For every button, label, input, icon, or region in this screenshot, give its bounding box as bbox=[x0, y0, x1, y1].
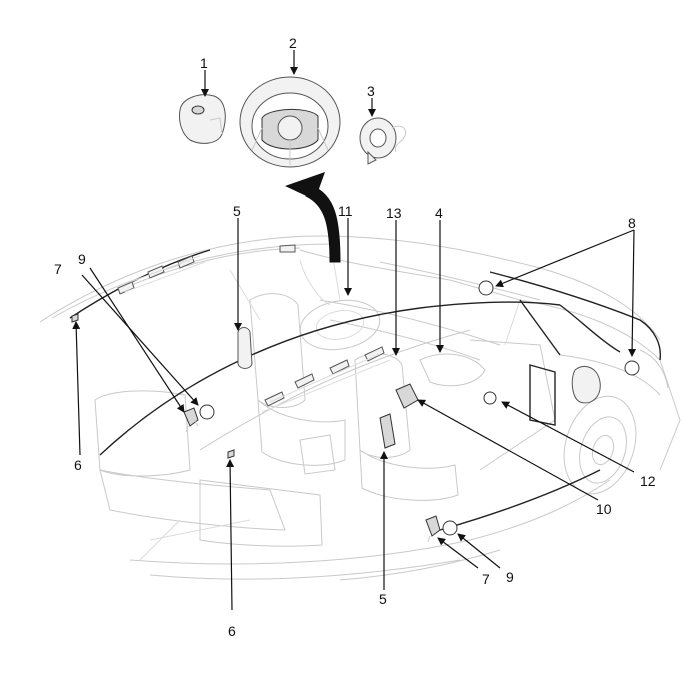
vehicle-main-contour bbox=[99, 271, 662, 531]
callout-1: 1 bbox=[200, 55, 208, 71]
sensor-circle-upper bbox=[199, 404, 215, 420]
clock-spring bbox=[359, 117, 407, 165]
callout-13: 13 bbox=[386, 205, 402, 221]
curtain-anchor-left bbox=[71, 313, 79, 323]
pretensioner-front bbox=[425, 515, 441, 543]
curtain-anchor-right bbox=[227, 449, 235, 459]
callout-8: 8 bbox=[628, 215, 636, 231]
driver-airbag-module bbox=[179, 94, 226, 144]
leader-lines bbox=[72, 50, 637, 611]
exploded-view-arrow bbox=[305, 185, 341, 263]
srs-control-module bbox=[395, 383, 419, 409]
callout-9-left: 9 bbox=[78, 251, 86, 267]
callout-6-left: 6 bbox=[74, 457, 82, 473]
callout-12: 12 bbox=[640, 473, 656, 489]
callout-7-left: 7 bbox=[54, 261, 62, 277]
callout-11: 11 bbox=[338, 203, 353, 219]
callout-6-bottom: 6 bbox=[228, 623, 236, 639]
callout-4: 4 bbox=[435, 205, 443, 221]
side-airbag-passenger-seat bbox=[379, 413, 396, 449]
callout-2: 2 bbox=[289, 35, 297, 51]
exploded-view-arrowhead bbox=[285, 172, 325, 200]
sensor-circle-12 bbox=[483, 391, 497, 405]
callout-5-bottom: 5 bbox=[379, 591, 387, 607]
vehicle-outline bbox=[39, 235, 681, 581]
curtain-airbag-upper bbox=[69, 244, 301, 319]
pretensioner-rear bbox=[183, 407, 199, 433]
sensor-circle-8a bbox=[478, 280, 494, 296]
callout-7-right: 7 bbox=[482, 571, 490, 587]
callout-3: 3 bbox=[367, 83, 375, 99]
side-airbag-front-seat bbox=[237, 327, 253, 369]
curtain-airbag-lower bbox=[199, 329, 471, 451]
steering-wheel bbox=[239, 76, 341, 168]
callout-labels: 1 2 3 5 11 13 4 8 7 9 6 12 10 9 7 5 6 bbox=[54, 35, 656, 639]
callout-10: 10 bbox=[596, 501, 612, 517]
sensor-circle-lower bbox=[442, 520, 458, 536]
callout-5-top: 5 bbox=[233, 203, 241, 219]
callout-9-right: 9 bbox=[506, 569, 514, 585]
sensor-circle-8b bbox=[624, 360, 640, 376]
